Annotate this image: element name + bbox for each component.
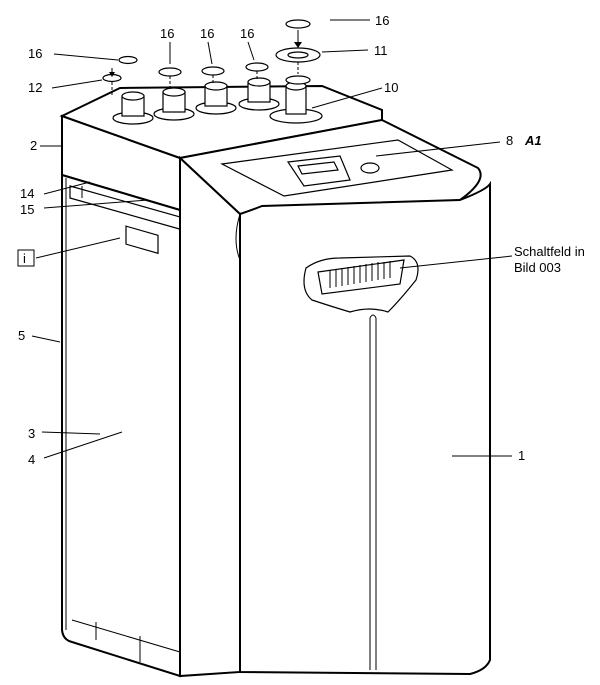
main-cabinet [177, 118, 491, 678]
label-16-top-right: 16 [375, 13, 389, 28]
label-panel-line2: Bild 003 [514, 260, 561, 275]
callout-labels: 16 16 16 16 16 11 12 10 8 A1 2 14 15 i S… [18, 13, 585, 467]
label-3: 3 [28, 426, 35, 441]
label-16-left: 16 [28, 46, 42, 61]
connector-2 [153, 87, 195, 121]
label-2: 2 [30, 138, 37, 153]
connector-4 [238, 77, 280, 111]
info-box [17, 249, 35, 267]
label-16-b: 16 [160, 26, 174, 41]
label-15: 15 [20, 202, 34, 217]
label-12: 12 [28, 80, 42, 95]
label-10: 10 [384, 80, 398, 95]
label-a1: A1 [524, 133, 542, 148]
label-5: 5 [18, 328, 25, 343]
label-11: 11 [374, 43, 388, 58]
pipe-connectors [112, 75, 323, 125]
label-8: 8 [506, 133, 513, 148]
label-14: 14 [20, 186, 34, 201]
label-panel-line1: Schaltfeld in [514, 244, 585, 259]
label-4: 4 [28, 452, 35, 467]
label-16-d: 16 [240, 26, 254, 41]
terminal-block [329, 261, 391, 288]
connector-5 [269, 75, 323, 124]
info-label: i [23, 251, 26, 266]
label-16-c: 16 [200, 26, 214, 41]
label-1: 1 [518, 448, 525, 463]
leader-lines [31, 19, 513, 459]
seal-rings [102, 19, 321, 96]
connector-3 [195, 81, 237, 115]
connector-1 [112, 91, 154, 125]
